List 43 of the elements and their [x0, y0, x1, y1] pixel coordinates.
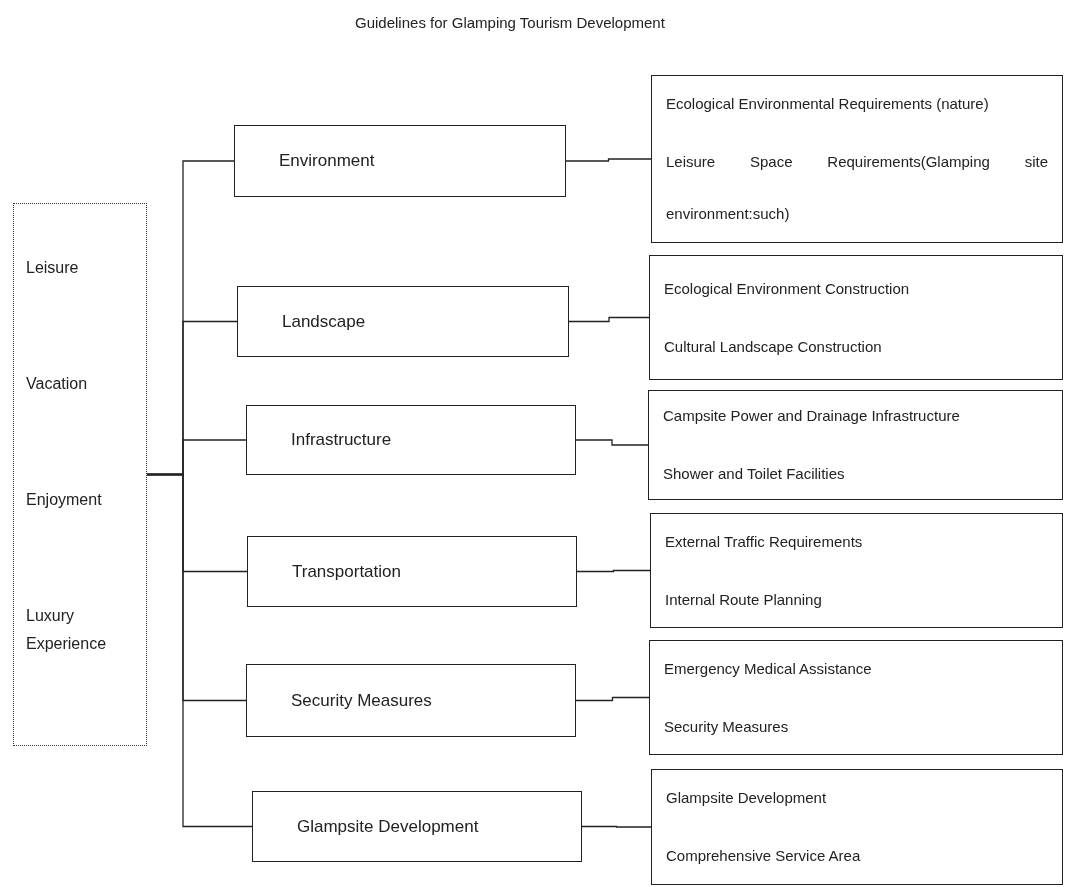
connector-line	[575, 696, 650, 702]
category-label: Infrastructure	[291, 429, 392, 452]
category-label: Landscape	[282, 310, 366, 333]
requirement-text: Emergency Medical Assistance	[664, 658, 873, 679]
connector-line	[576, 569, 651, 573]
category-box	[237, 286, 569, 357]
requirement-text: Campsite Power and Drainage Infrastructure	[663, 406, 961, 426]
category-label: Environment	[279, 150, 375, 173]
requirement-box	[651, 75, 1063, 243]
requirement-text: Leisure Space Requirements(Glamping site environment:such)	[666, 152, 1048, 224]
category-label: Transportation	[292, 560, 401, 583]
connector-line	[146, 473, 253, 828]
category-box	[252, 791, 582, 862]
category-label: Security Measures	[291, 689, 432, 712]
aspect-label: Luxury Experience	[26, 606, 106, 654]
diagram-title: Guidelines for Glamping Tourism Development	[355, 13, 665, 33]
requirement-box	[649, 255, 1063, 380]
requirement-box	[648, 390, 1063, 500]
requirement-box	[651, 769, 1063, 885]
requirement-box	[649, 640, 1063, 755]
requirement-text: Security Measures	[664, 716, 790, 737]
aspect-label: Enjoyment	[26, 490, 103, 510]
aspects-box	[13, 203, 147, 746]
requirement-text: Glampsite Development	[666, 788, 828, 808]
connector-line	[565, 158, 652, 162]
category-box	[246, 664, 576, 737]
requirement-text: External Traffic Requirements	[665, 531, 864, 552]
aspect-label: Vacation	[26, 374, 89, 394]
aspect-label: Leisure	[26, 258, 80, 278]
category-box	[234, 125, 566, 197]
connector-line	[581, 825, 652, 828]
category-label: Glampsite Development	[297, 815, 479, 838]
requirement-text: Ecological Environmental Requirements (nature)	[666, 94, 990, 114]
requirement-text: Internal Route Planning	[665, 589, 823, 610]
requirement-text: Cultural Landscape Construction	[664, 336, 883, 357]
category-box	[246, 405, 576, 475]
requirement-text: Shower and Toilet Facilities	[663, 464, 846, 484]
requirement-text: Ecological Environment Construction	[664, 278, 911, 299]
category-box	[247, 536, 577, 607]
connector-line	[568, 316, 650, 323]
connector-line	[575, 439, 649, 446]
requirement-text: Comprehensive Service Area	[666, 846, 862, 866]
requirement-box	[650, 513, 1063, 628]
